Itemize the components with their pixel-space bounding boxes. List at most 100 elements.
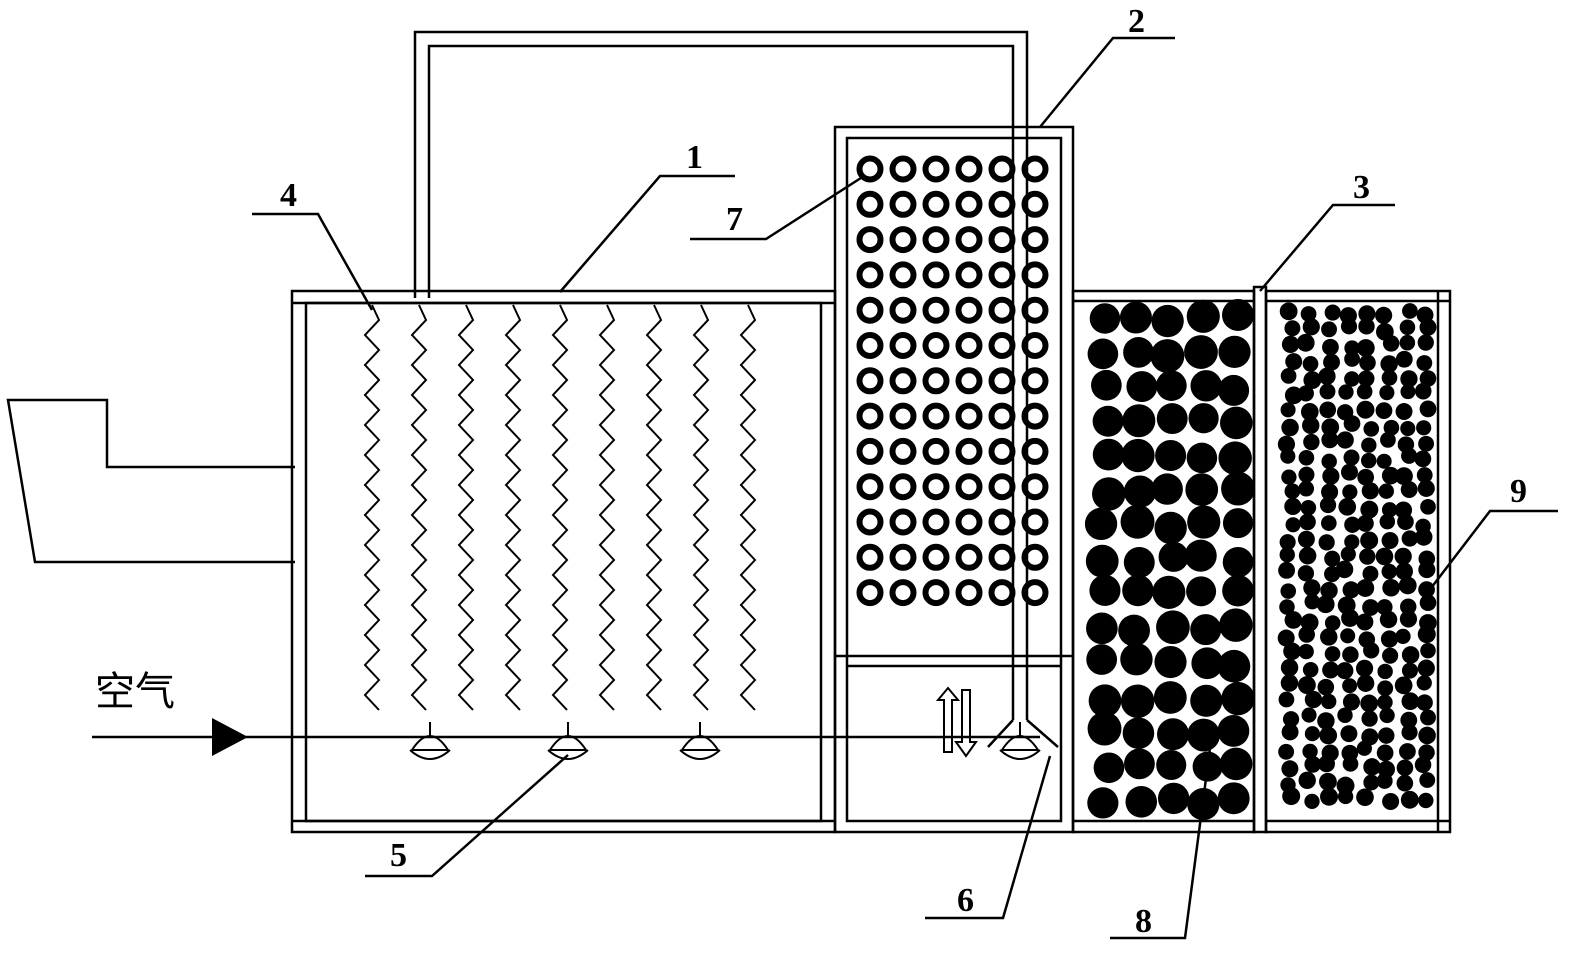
small-ball	[1317, 712, 1335, 730]
leader-3	[1259, 203, 1395, 292]
large-ball	[1154, 645, 1187, 679]
diffuser-dome	[680, 735, 720, 751]
small-ball	[1420, 709, 1436, 726]
small-ball	[1302, 318, 1320, 336]
small-ball	[1319, 772, 1337, 791]
small-ball	[1343, 449, 1360, 466]
small-ball	[1416, 355, 1433, 371]
up-arrow-icon	[935, 686, 961, 753]
small-ball	[1356, 339, 1375, 357]
ring-media	[922, 226, 950, 254]
ring-media	[889, 296, 917, 324]
small-ball	[1338, 384, 1354, 400]
small-ball	[1363, 642, 1380, 659]
small-ball	[1401, 692, 1420, 711]
small-ball	[1344, 351, 1360, 367]
ring-media	[922, 332, 950, 359]
small-ball	[1357, 370, 1375, 387]
large-ball	[1120, 684, 1155, 719]
small-ball	[1284, 483, 1301, 500]
small-ball	[1344, 534, 1360, 550]
diffuser-dome	[1000, 735, 1040, 751]
label-1: 1	[686, 139, 703, 176]
small-ball	[1417, 625, 1436, 644]
small-ball	[1335, 560, 1354, 579]
small-ball	[1414, 382, 1432, 400]
small-ball	[1417, 334, 1434, 351]
small-ball	[1336, 776, 1355, 795]
large-ball	[1186, 299, 1220, 333]
ring-media	[856, 473, 884, 501]
ring-media	[955, 332, 983, 359]
small-ball	[1324, 646, 1341, 662]
large-ball	[1087, 338, 1119, 370]
small-ball	[1363, 421, 1380, 437]
small-ball	[1418, 435, 1435, 452]
ring-media	[955, 508, 983, 536]
small-ball	[1341, 609, 1359, 627]
small-ball	[1340, 318, 1358, 335]
small-ball	[1400, 420, 1416, 437]
large-ball	[1125, 786, 1158, 818]
small-ball	[1344, 371, 1360, 387]
small-ball	[1285, 517, 1301, 533]
small-ball	[1356, 788, 1374, 807]
large-ball	[1157, 718, 1190, 751]
small-ball	[1417, 659, 1435, 677]
large-ball	[1088, 684, 1122, 718]
small-ball	[1419, 772, 1436, 788]
packing-filament	[645, 304, 663, 711]
small-ball	[1300, 499, 1317, 516]
small-ball	[1318, 367, 1336, 385]
small-ball	[1278, 743, 1295, 760]
small-ball	[1394, 676, 1413, 695]
large-ball	[1218, 335, 1251, 368]
ring-media	[922, 437, 950, 465]
label-7: 7	[726, 201, 743, 238]
ring-media	[856, 402, 884, 430]
large-ball	[1122, 574, 1154, 607]
small-ball	[1342, 693, 1361, 711]
small-ball	[1321, 483, 1339, 501]
small-ball	[1418, 581, 1435, 598]
small-ball	[1399, 334, 1416, 351]
large-ball	[1150, 339, 1185, 373]
large-ball	[1217, 782, 1250, 815]
small-ball	[1395, 628, 1411, 645]
small-ball	[1356, 579, 1375, 597]
small-ball	[1300, 403, 1319, 421]
large-ball	[1120, 504, 1155, 539]
small-ball	[1420, 642, 1436, 659]
large-ball	[1120, 643, 1153, 676]
large-ball	[1089, 303, 1121, 334]
large-ball	[1187, 788, 1220, 821]
small-ball	[1419, 594, 1437, 612]
small-ball	[1376, 772, 1393, 789]
label-4: 4	[280, 177, 297, 214]
ring-media	[988, 543, 1016, 571]
small-ball	[1316, 595, 1335, 614]
leader-4	[252, 212, 374, 311]
ring-media	[856, 508, 884, 536]
small-ball	[1281, 418, 1299, 437]
leader-5	[365, 754, 569, 878]
large-ball	[1158, 541, 1189, 572]
small-ball	[1341, 463, 1359, 481]
ring-media	[856, 367, 884, 395]
small-ball	[1337, 788, 1354, 805]
ring-media	[889, 508, 917, 536]
packing-filament	[692, 304, 710, 711]
ring-media	[889, 332, 917, 359]
ring-media	[856, 261, 884, 289]
large-ball	[1217, 649, 1251, 683]
small-ball	[1416, 694, 1433, 711]
large-ball	[1219, 608, 1253, 642]
small-ball	[1399, 319, 1416, 336]
large-ball	[1123, 475, 1157, 508]
small-ball	[1304, 755, 1322, 773]
diffuser-base	[547, 749, 589, 760]
small-ball	[1382, 647, 1399, 664]
small-ball	[1362, 599, 1379, 616]
label-9: 9	[1510, 473, 1527, 510]
small-ball	[1356, 613, 1374, 631]
